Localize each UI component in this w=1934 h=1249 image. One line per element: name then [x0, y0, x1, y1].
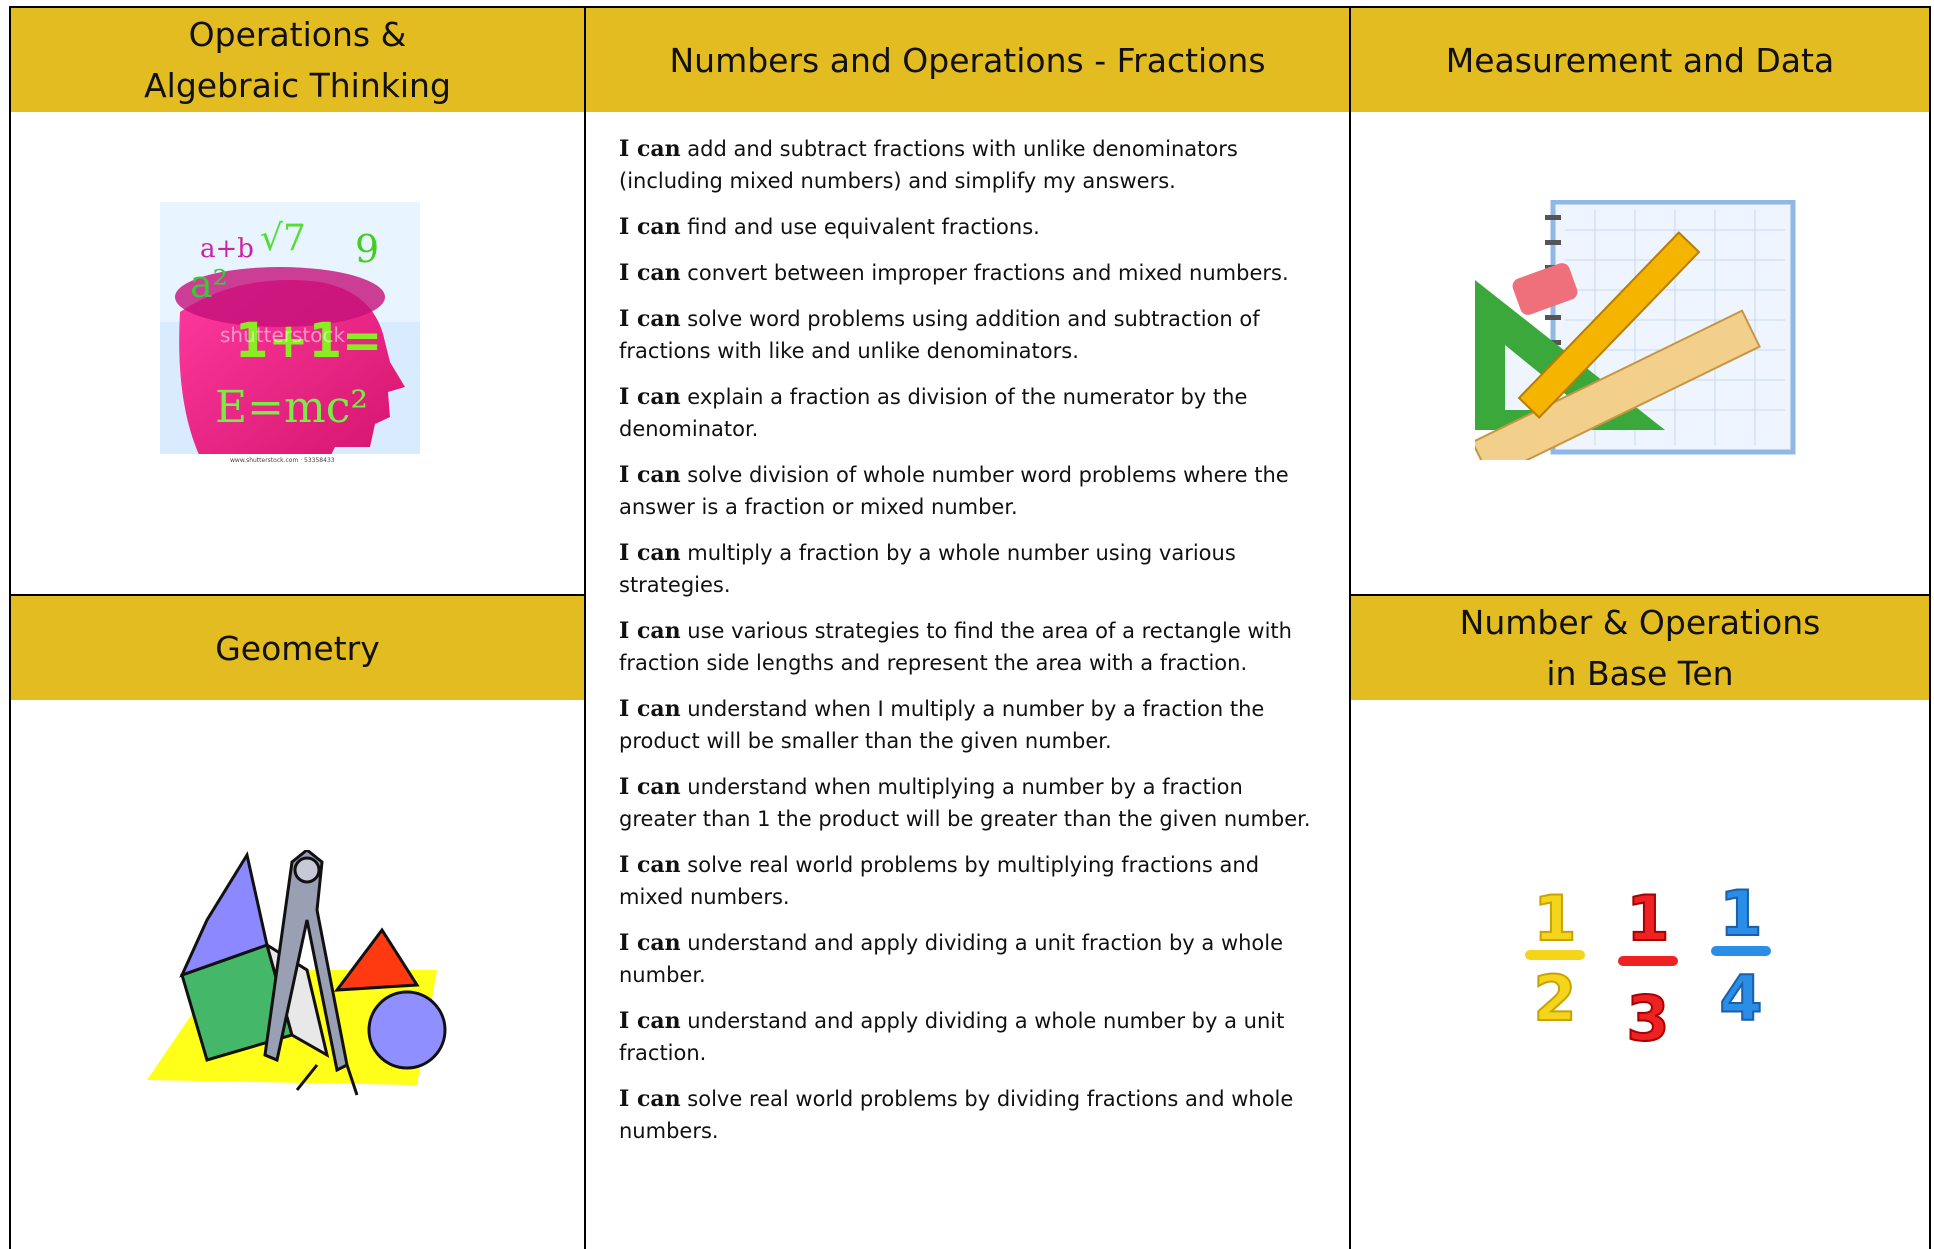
header-base-ten-line-2: in Base Ten — [1546, 654, 1734, 693]
header-fractions-text: Numbers and Operations - Fractions — [669, 40, 1266, 80]
header-measurement-text: Measurement and Data — [1445, 40, 1835, 80]
algebra-head-image: a+b √7 a² 9 1+1= E=mc² shutterstock www.… — [160, 202, 420, 464]
statement-2: I can find and use equivalent fractions. — [619, 214, 1040, 240]
statement-7: I can multiply a fraction by a whole num… — [619, 540, 1236, 597]
header-measurement: Measurement and Data — [1349, 6, 1931, 114]
svg-text:a+b: a+b — [200, 234, 254, 264]
svg-text:www.shutterstock.com · 5335843: www.shutterstock.com · 53358433 — [230, 457, 335, 464]
statement-6: I can solve division of whole number wor… — [619, 462, 1289, 519]
statement-8: I can use various strategies to find the… — [619, 618, 1292, 675]
statement-4: I can solve word problems using addition… — [619, 306, 1260, 363]
header-geometry: Geometry — [9, 594, 586, 702]
header-operations-algebraic: Operations & Algebraic Thinking — [9, 6, 586, 114]
statement-9: I can understand when I multiply a numbe… — [619, 696, 1265, 753]
ruler-pencil-image — [1475, 200, 1796, 460]
svg-text:1: 1 — [1719, 880, 1762, 950]
statement-12: I can understand and apply dividing a un… — [619, 930, 1284, 987]
statement-5: I can explain a fraction as division of … — [619, 384, 1248, 441]
statement-13: I can understand and apply dividing a wh… — [619, 1008, 1285, 1065]
svg-text:a²: a² — [190, 262, 228, 306]
statements-list: I can add and subtract fractions with un… — [619, 133, 1324, 1161]
svg-text:E=mc²: E=mc² — [215, 382, 368, 433]
svg-text:9: 9 — [355, 227, 379, 271]
statement-1: I can add and subtract fractions with un… — [619, 136, 1238, 193]
cell-fractions-statements: I can add and subtract fractions with un… — [584, 112, 1351, 1249]
statement-10: I can understand when multiplying a numb… — [619, 774, 1311, 831]
header-base-ten: Number & Operations in Base Ten — [1349, 594, 1931, 702]
svg-text:1: 1 — [1533, 882, 1576, 955]
header-fractions: Numbers and Operations - Fractions — [584, 6, 1351, 114]
header-geometry-text: Geometry — [215, 628, 380, 668]
statement-3: I can convert between improper fractions… — [619, 260, 1289, 286]
statement-11: I can solve real world problems by multi… — [619, 852, 1260, 909]
cell-geometry — [9, 700, 586, 1249]
header-line-2: Algebraic Thinking — [144, 66, 451, 105]
cell-base-ten: 1 2 1 3 1 4 — [1349, 700, 1931, 1249]
cell-measurement — [1349, 112, 1931, 600]
cell-operations-algebraic: a+b √7 a² 9 1+1= E=mc² shutterstock www.… — [9, 112, 586, 600]
svg-text:3: 3 — [1626, 982, 1669, 1055]
svg-text:1+1=: 1+1= — [235, 313, 382, 369]
svg-text:√7: √7 — [260, 218, 306, 259]
svg-text:1: 1 — [1626, 882, 1669, 955]
svg-text:2: 2 — [1533, 962, 1576, 1035]
header-base-ten-line-1: Number & Operations — [1459, 603, 1821, 642]
fractions-image: 1 2 1 3 1 4 — [1525, 880, 1771, 1055]
header-line-1: Operations & — [188, 15, 407, 54]
svg-text:4: 4 — [1719, 962, 1762, 1035]
statement-14: I can solve real world problems by divid… — [619, 1086, 1294, 1143]
svg-text:shutterstock: shutterstock — [220, 323, 345, 347]
standards-grid: Operations & Algebraic Thinking Numbers … — [9, 6, 1931, 1249]
geometry-shapes-image — [147, 850, 447, 1096]
